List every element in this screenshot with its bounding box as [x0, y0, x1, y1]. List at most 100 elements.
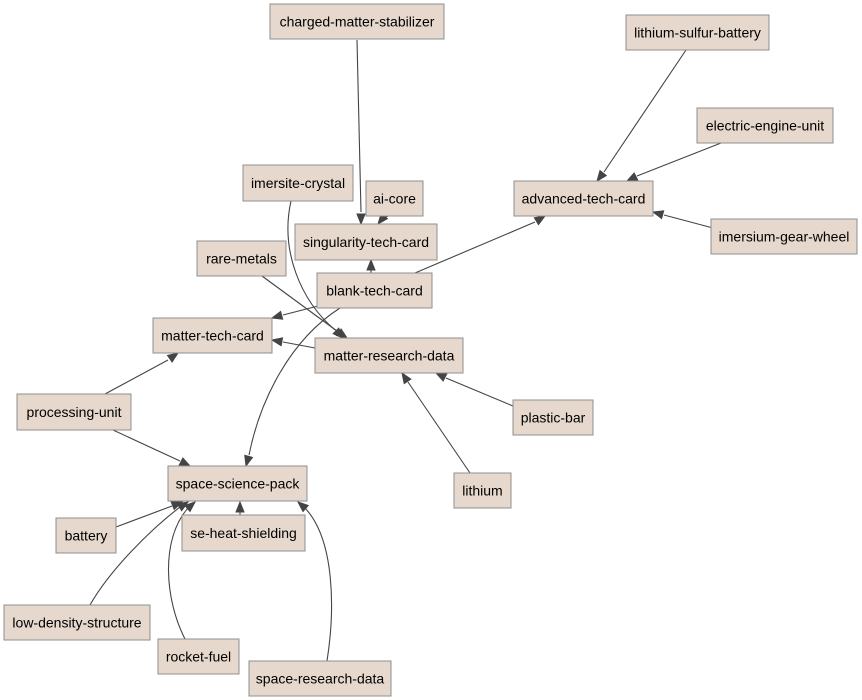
- edge-line: [287, 200, 336, 331]
- edge-line: [445, 377, 514, 407]
- node-label: battery: [65, 528, 108, 544]
- node-plastic-bar[interactable]: plastic-bar: [512, 399, 594, 436]
- node-box: [269, 3, 445, 40]
- node-label: space-research-data: [256, 671, 385, 687]
- node-box: [513, 180, 654, 217]
- arrowhead: [176, 501, 190, 512]
- edge-matter-research-data-to-matter-tech-card: [270, 337, 316, 349]
- node-advanced-tech-card[interactable]: advanced-tech-card: [513, 180, 654, 217]
- edge-line: [663, 214, 714, 229]
- node-box: [181, 514, 306, 552]
- node-box: [696, 107, 834, 144]
- node-label: matter-research-data: [324, 348, 455, 364]
- node-box: [365, 180, 424, 217]
- node-ai-core[interactable]: ai-core: [365, 180, 424, 217]
- edge-imersium-gear-wheel-to-advanced-tech-card: [651, 210, 714, 229]
- node-box: [625, 14, 770, 51]
- edge-rare-metals-to-matter-research-data: [261, 275, 349, 339]
- edge-electric-engine-unit-to-advanced-tech-card: [625, 142, 722, 182]
- node-label: rocket-fuel: [166, 649, 231, 665]
- node-box: [314, 337, 464, 374]
- edge-line: [104, 359, 169, 395]
- arrowhead: [596, 169, 608, 183]
- arrowhead: [270, 337, 284, 347]
- arrowhead: [244, 454, 254, 468]
- edge-line: [112, 429, 181, 462]
- node-box: [55, 517, 117, 554]
- node-label: se-heat-shielding: [190, 525, 297, 541]
- node-box: [453, 472, 512, 509]
- edge-line: [356, 39, 362, 213]
- node-label: imersium-gear-wheel: [719, 229, 850, 245]
- node-box: [167, 465, 308, 502]
- node-box: [710, 218, 858, 255]
- edge-blank-tech-card-to-space-science-pack: [244, 307, 341, 468]
- node-label: lithium-sulfur-battery: [634, 25, 761, 41]
- node-lithium-sulfur-battery[interactable]: lithium-sulfur-battery: [625, 14, 770, 51]
- edge-blank-tech-card-to-advanced-tech-card: [414, 215, 547, 274]
- arrowhead: [401, 371, 412, 385]
- node-blank-tech-card[interactable]: blank-tech-card: [316, 272, 433, 309]
- node-label: plastic-bar: [521, 410, 586, 426]
- node-lithium[interactable]: lithium: [453, 472, 512, 509]
- edge-line: [603, 49, 687, 173]
- node-space-research-data[interactable]: space-research-data: [248, 660, 392, 697]
- arrowhead: [296, 501, 310, 513]
- node-label: singularity-tech-card: [303, 234, 429, 250]
- node-singularity-tech-card[interactable]: singularity-tech-card: [294, 223, 438, 261]
- edge-line: [304, 507, 333, 662]
- node-space-science-pack[interactable]: space-science-pack: [167, 465, 308, 502]
- edge-blank-tech-card-to-matter-tech-card: [270, 304, 323, 320]
- edge-low-density-structure-to-space-science-pack: [89, 501, 190, 606]
- node-charged-matter-stabilizer[interactable]: charged-matter-stabilizer: [269, 3, 445, 40]
- node-imersium-gear-wheel[interactable]: imersium-gear-wheel: [710, 218, 858, 255]
- node-low-density-structure[interactable]: low-density-structure: [3, 604, 151, 641]
- node-box: [512, 399, 594, 436]
- node-electric-engine-unit[interactable]: electric-engine-unit: [696, 107, 834, 144]
- node-processing-unit[interactable]: processing-unit: [16, 393, 132, 431]
- node-box: [294, 223, 438, 261]
- node-imersite-crystal[interactable]: imersite-crystal: [242, 164, 354, 202]
- edge-line: [167, 507, 189, 640]
- edge-line: [115, 505, 173, 528]
- node-label: ai-core: [373, 191, 416, 207]
- node-label: space-science-pack: [176, 476, 301, 492]
- node-box: [152, 317, 273, 354]
- edge-plastic-bar-to-matter-research-data: [434, 372, 514, 407]
- arrowhead: [434, 372, 448, 382]
- arrowhead: [356, 213, 366, 226]
- graph-nodes: charged-matter-stabilizer lithium-sulfur-…: [3, 3, 858, 697]
- edge-line: [636, 142, 722, 177]
- node-rare-metals[interactable]: rare-metals: [196, 240, 287, 277]
- edge-line: [248, 307, 341, 456]
- arrowhead: [625, 172, 639, 182]
- edge-lithium-to-matter-research-data: [401, 371, 471, 474]
- node-box: [3, 604, 151, 641]
- node-label: electric-engine-unit: [706, 118, 824, 134]
- node-label: matter-tech-card: [161, 328, 264, 344]
- arrowhead: [235, 500, 245, 513]
- arrowhead: [366, 258, 376, 271]
- node-label: charged-matter-stabilizer: [280, 14, 435, 30]
- arrowhead: [183, 501, 197, 513]
- edge-se-heat-shielding-to-space-science-pack: [235, 500, 245, 515]
- edge-line: [282, 304, 323, 316]
- arrowhead: [335, 328, 349, 339]
- node-label: lithium: [462, 483, 502, 499]
- node-battery[interactable]: battery: [55, 517, 117, 554]
- node-label: advanced-tech-card: [522, 191, 646, 207]
- node-rocket-fuel[interactable]: rocket-fuel: [157, 638, 240, 675]
- edge-line: [414, 221, 536, 274]
- edge-imersite-crystal-to-matter-research-data: [287, 200, 344, 339]
- edge-line: [261, 275, 338, 332]
- arrowhead: [533, 215, 547, 226]
- node-label: rare-metals: [206, 251, 277, 267]
- edge-line: [89, 506, 181, 606]
- node-matter-tech-card[interactable]: matter-tech-card: [152, 317, 273, 354]
- node-matter-research-data[interactable]: matter-research-data: [314, 337, 464, 374]
- edge-processing-unit-to-matter-tech-card: [104, 352, 180, 395]
- edge-rocket-fuel-to-space-science-pack: [167, 501, 197, 640]
- node-se-heat-shielding[interactable]: se-heat-shielding: [181, 514, 306, 552]
- node-box: [316, 272, 433, 309]
- node-box: [248, 660, 392, 697]
